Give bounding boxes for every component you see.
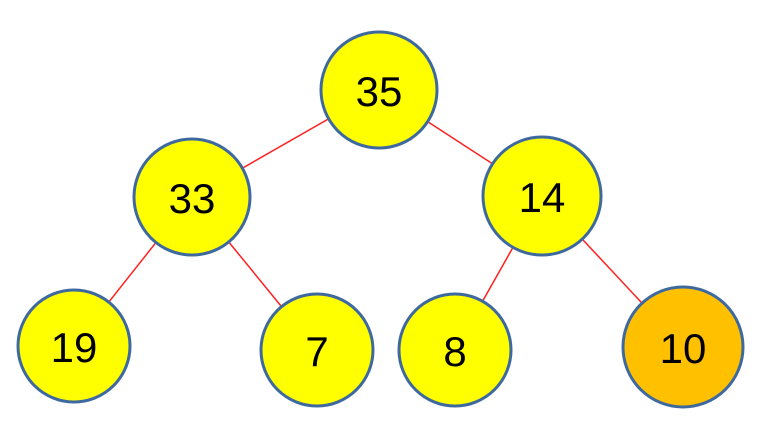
node-label: 35	[356, 68, 403, 115]
node-label: 14	[519, 174, 566, 221]
tree-node-10	[621, 285, 745, 409]
tree-nodes: 35 33 14 19 7 8 10	[16, 30, 745, 409]
node-label: 33	[169, 175, 216, 222]
tree-node-19	[16, 288, 132, 404]
tree-node-33	[132, 137, 252, 257]
tree-node-7	[259, 292, 375, 408]
node-label: 19	[51, 324, 98, 371]
tree-node-14	[481, 135, 603, 257]
tree-node-35	[319, 30, 439, 150]
node-label: 10	[660, 325, 707, 372]
node-label: 8	[443, 328, 466, 375]
tree-node-8	[397, 292, 513, 408]
node-label: 7	[305, 328, 328, 375]
